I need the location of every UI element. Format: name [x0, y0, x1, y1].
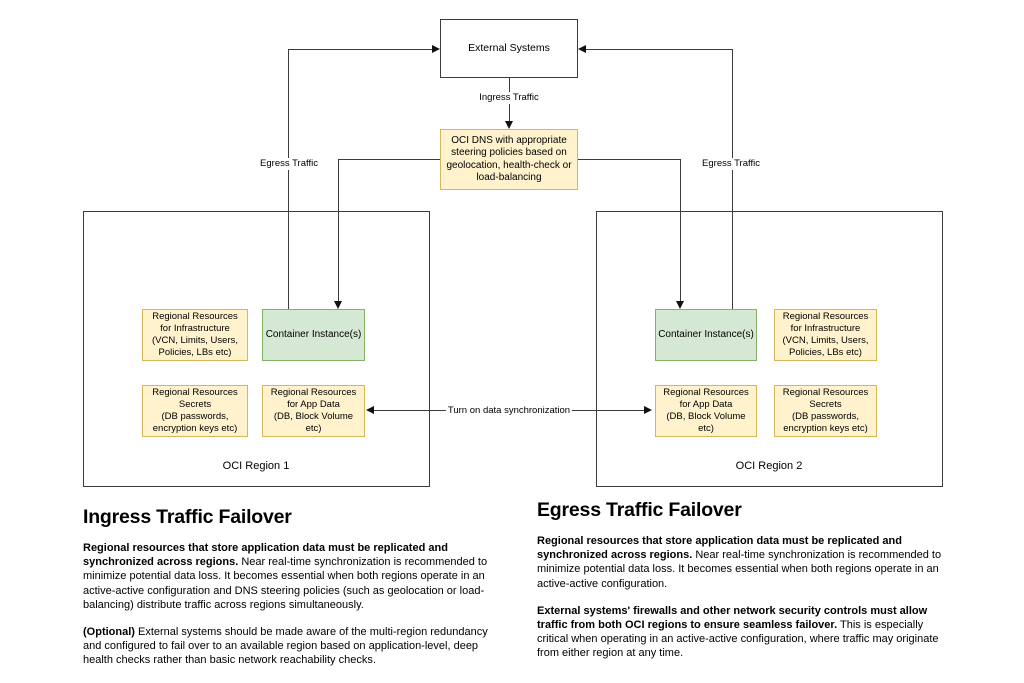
egress-p1-rest: Near real-time synchronization is recomm…: [537, 549, 942, 590]
sync-label: Turn on data synchronization: [445, 405, 573, 417]
ingress-failover-paragraph-2: (Optional) External systems should be ma…: [83, 625, 501, 668]
region2-box: [596, 211, 943, 487]
connector-egress-right-horizontal: [586, 49, 732, 50]
ingress-p2-bold: (Optional): [83, 626, 135, 639]
region1-box: [83, 211, 430, 487]
region1-secrets-box: Regional Resources Secrets (DB passwords…: [142, 385, 248, 437]
egress-p2-rest: This is especially critical when operati…: [537, 619, 939, 660]
connector-egress-right-vertical: [732, 49, 733, 309]
arrowhead-left-icon: [366, 406, 374, 414]
region1-appdata-box: Regional Resources for App Data (DB, Blo…: [262, 385, 365, 437]
arrowhead-down-icon: [676, 301, 684, 309]
egress-failover-section: Egress Traffic Failover Regional resourc…: [537, 499, 955, 661]
ingress-failover-section: Ingress Traffic Failover Regional resour…: [83, 506, 501, 668]
arrowhead-right-icon: [432, 45, 440, 53]
egress-failover-paragraph-1: Regional resources that store applicatio…: [537, 534, 955, 591]
egress-p1-bold: Regional resources that store applicatio…: [537, 535, 902, 562]
dns-box: OCI DNS with appropriate steering polici…: [440, 129, 578, 190]
region2-infra-box: Regional Resources for Infrastructure (V…: [774, 309, 877, 361]
external-systems-box: External Systems: [440, 19, 578, 78]
ingress-p1-bold: Regional resources that store applicatio…: [83, 542, 448, 569]
ingress-failover-paragraph-1: Regional resources that store applicatio…: [83, 541, 501, 612]
egress-traffic-left-label: Egress Traffic: [258, 158, 320, 170]
ingress-p1-rest: Near real-time synchronization is recomm…: [83, 556, 488, 611]
region2-title: OCI Region 2: [735, 460, 803, 472]
connector-dns-left-horizontal: [338, 159, 440, 160]
egress-failover-title: Egress Traffic Failover: [537, 499, 742, 521]
region2-appdata-box: Regional Resources for App Data (DB, Blo…: [655, 385, 757, 437]
arrowhead-left-icon: [578, 45, 586, 53]
arrowhead-down-icon: [334, 301, 342, 309]
ingress-traffic-label: Ingress Traffic: [477, 92, 541, 104]
region1-infra-box: Regional Resources for Infrastructure (V…: [142, 309, 248, 361]
egress-p2-bold: External systems' firewalls and other ne…: [537, 604, 928, 632]
egress-failover-paragraph-2: External systems' firewalls and other ne…: [537, 604, 955, 661]
connector-egress-left-horizontal: [288, 49, 432, 50]
region1-title: OCI Region 1: [222, 460, 290, 472]
region1-container-box: Container Instance(s): [262, 309, 365, 361]
region2-container-box: Container Instance(s): [655, 309, 757, 361]
ingress-failover-title: Ingress Traffic Failover: [83, 506, 292, 528]
egress-traffic-right-label: Egress Traffic: [700, 158, 762, 170]
arrowhead-down-icon: [505, 121, 513, 129]
connector-dns-right-vertical: [680, 159, 681, 301]
ingress-p2-rest: External systems should be made aware of…: [83, 626, 488, 667]
connector-egress-left-vertical: [288, 49, 289, 309]
region2-secrets-box: Regional Resources Secrets (DB passwords…: [774, 385, 877, 437]
connector-dns-left-vertical: [338, 159, 339, 301]
connector-dns-right-horizontal: [578, 159, 680, 160]
arrowhead-right-icon: [644, 406, 652, 414]
